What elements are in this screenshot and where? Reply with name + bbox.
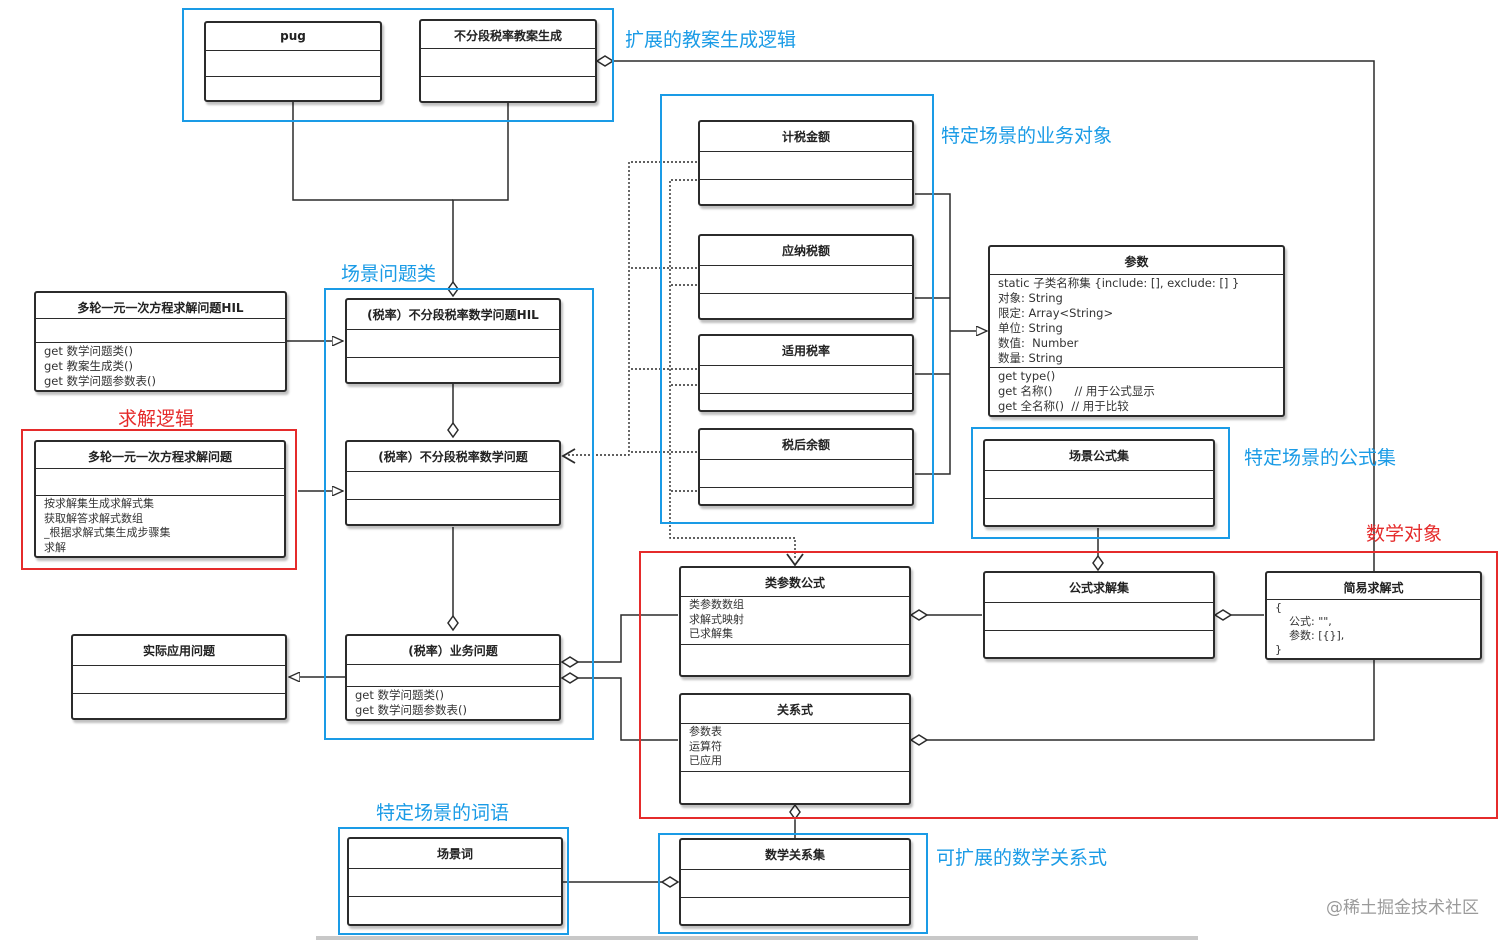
class-name: 关系式	[681, 695, 909, 724]
class-name: 实际应用问题	[73, 636, 285, 666]
diamond-solveset-right	[1213, 609, 1233, 621]
class-hil[interactable]: (税率）不分段税率数学问题HIL	[345, 298, 561, 384]
class-relation[interactable]: 关系式 参数表 运算符 已应用	[679, 693, 911, 805]
class-name: 计税金额	[700, 122, 912, 152]
class-name: 适用税率	[700, 336, 912, 366]
class-name: 多轮一元一次方程求解问题HIL	[36, 293, 285, 320]
class-real-problem[interactable]: 实际应用问题	[71, 634, 287, 720]
class-name: 不分段税率教案生成	[421, 21, 595, 49]
dep-bus-cpf	[669, 179, 796, 560]
class-pug[interactable]: pug	[204, 21, 382, 102]
class-multi-hil[interactable]: 多轮一元一次方程求解问题HIL get 数学问题类() get 教案生成类() …	[34, 291, 287, 392]
class-name: 场景公式集	[985, 441, 1213, 471]
dep-arrow-cpf	[786, 553, 804, 567]
diamond-relation-bottom	[789, 803, 801, 821]
class-after-tax[interactable]: 税后余额	[698, 428, 914, 506]
method-list: get type() get 名称() // 用于公式显示 get 全名称() …	[998, 369, 1155, 413]
diamond-business-1	[560, 656, 580, 668]
group-business-objects	[660, 94, 934, 524]
group-extend-logic	[182, 8, 614, 122]
class-formula-solve-set[interactable]: 公式求解集	[983, 571, 1215, 659]
class-name: 税后余额	[700, 430, 912, 460]
class-name: pug	[206, 23, 380, 51]
class-name: 公式求解集	[985, 573, 1213, 603]
class-solve-problem[interactable]: 多轮一元一次方程求解问题 按求解集生成求解式集 获取解答求解式数组 _根据求解式…	[34, 440, 286, 558]
class-tax-rate[interactable]: 适用税率	[698, 334, 914, 412]
class-scene-word[interactable]: 场景词	[347, 837, 563, 926]
group-formula-set	[971, 427, 1230, 539]
label-business-objects: 特定场景的业务对象	[941, 125, 1113, 147]
label-math-objects: 数学对象	[1366, 523, 1443, 545]
diamond-business-top	[447, 614, 459, 632]
group-relations	[658, 833, 928, 934]
diamond-solveset-top	[1092, 554, 1104, 572]
link-business-cpf	[578, 614, 678, 663]
class-name: 类参数公式	[681, 568, 909, 597]
class-name: 场景词	[349, 839, 561, 869]
class-no-segment-gen[interactable]: 不分段税率教案生成	[419, 19, 597, 103]
link-business-relation	[578, 677, 678, 741]
class-param[interactable]: 参数 static 子类名称集 {include: [], exclude: […	[988, 245, 1285, 417]
group-solve-logic	[21, 429, 297, 570]
link-gen-hil	[452, 102, 509, 282]
group-words	[338, 827, 569, 935]
method-list: get 数学问题类() get 教案生成类() get 数学问题参数表()	[44, 344, 157, 388]
link-pug-hil	[292, 102, 453, 201]
attribute-list: 参数表 运算符 已应用	[681, 724, 909, 772]
link-relation-simple	[927, 660, 1375, 741]
class-business-problem[interactable]: (税率）业务问题 get 数学问题类() get 数学问题参数表()	[345, 634, 561, 721]
class-name: 多轮一元一次方程求解问题	[36, 442, 284, 470]
class-name: (税率）业务问题	[347, 636, 559, 665]
dep-arrow-mathproblem	[561, 448, 576, 464]
class-math-problem[interactable]: (税率）不分段税率数学问题	[345, 440, 561, 526]
class-tax-payable[interactable]: 应纳税额	[698, 234, 914, 320]
label-extend-logic: 扩展的教案生成逻辑	[625, 29, 797, 51]
dep-bus-mathproblem	[568, 161, 697, 456]
class-name: 参数	[990, 247, 1283, 275]
label-solve-logic: 求解逻辑	[118, 408, 195, 430]
class-simple-solve[interactable]: 简易求解式 { 公式: "", 参数: [{}], }	[1265, 571, 1482, 660]
diamond-mathproblem-top	[447, 421, 459, 439]
method-list: get 数学问题类() get 数学问题参数表()	[355, 688, 468, 717]
attribute-list: 类参数数组 求解式映射 已求解集	[681, 597, 909, 645]
method-list: { 公式: "", 参数: [{}], }	[1275, 601, 1345, 656]
diamond-cpf	[909, 609, 929, 621]
label-scene-problems: 场景问题类	[341, 263, 437, 285]
diamond-relation	[909, 734, 929, 746]
class-name: 应纳税额	[700, 236, 912, 266]
horizontal-scrollbar[interactable]	[316, 936, 1198, 940]
watermark: @稀土掘金技术社区	[1326, 898, 1479, 918]
label-words: 特定场景的词语	[376, 802, 510, 824]
attribute-list: static 子类名称集 {include: [], exclude: [] }…	[990, 275, 1283, 368]
diamond-mrs-left	[660, 876, 680, 888]
class-class-param-formula[interactable]: 类参数公式 类参数数组 求解式映射 已求解集	[679, 566, 911, 677]
class-name: (税率）不分段税率数学问题	[347, 442, 559, 472]
class-name: 数学关系集	[681, 840, 909, 870]
class-name: 简易求解式	[1267, 573, 1480, 600]
label-relations: 可扩展的数学关系式	[936, 847, 1108, 869]
link-gen-simple	[613, 60, 1375, 572]
class-scene-formula-set[interactable]: 场景公式集	[983, 439, 1215, 527]
diamond-business-2	[560, 672, 580, 684]
class-name: (税率）不分段税率数学问题HIL	[347, 300, 559, 330]
group-scene-problems	[324, 288, 594, 740]
class-taxable-amount[interactable]: 计税金额	[698, 120, 914, 206]
method-list: 按求解集生成求解式集 获取解答求解式数组 _根据求解式集生成步骤集 求解	[44, 497, 171, 554]
label-formula-set: 特定场景的公式集	[1244, 447, 1397, 469]
group-math-objects	[639, 551, 1498, 819]
class-math-relation-set[interactable]: 数学关系集	[679, 838, 911, 926]
